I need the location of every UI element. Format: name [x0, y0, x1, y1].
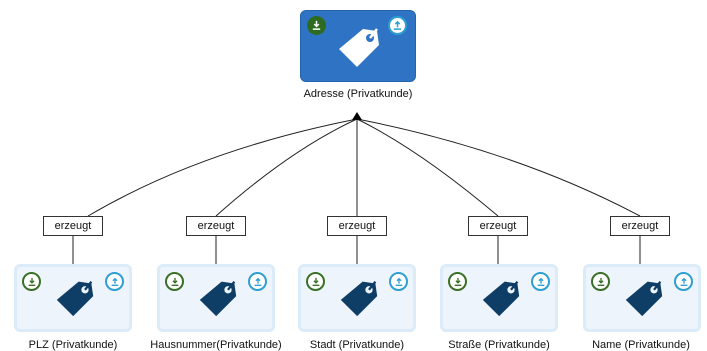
arrowhead [352, 112, 362, 120]
export-icon[interactable] [105, 272, 124, 291]
child-label-stadt: Stadt (Privatkunde) [309, 339, 405, 351]
import-icon[interactable] [306, 272, 325, 291]
tag-icon [340, 280, 378, 317]
edge-label-strasse: erzeugt [468, 216, 528, 236]
child-node-hausnummer[interactable] [157, 264, 275, 332]
tag-icon [199, 280, 237, 317]
edge-line-name [356, 118, 641, 217]
tag-icon [625, 280, 663, 317]
child-node-plz[interactable] [14, 264, 132, 332]
edge-label-hausnummer: erzeugt [186, 216, 246, 236]
import-icon[interactable] [307, 16, 326, 35]
tag-icon [56, 280, 94, 317]
edge-label-name: erzeugt [610, 216, 670, 236]
child-label-name: Name (Privatkunde) [592, 339, 690, 351]
export-icon[interactable] [388, 16, 407, 35]
export-icon[interactable] [674, 272, 693, 291]
edge-label-stadt: erzeugt [327, 216, 387, 236]
export-icon[interactable] [389, 272, 408, 291]
edge-label-plz: erzeugt [43, 216, 103, 236]
edge-line-strasse [356, 118, 499, 217]
root-node-adresse[interactable] [300, 10, 416, 82]
export-icon[interactable] [248, 272, 267, 291]
edge-line-plz [87, 118, 358, 217]
child-label-plz: PLZ (Privatkunde) [28, 339, 118, 351]
import-icon[interactable] [591, 272, 610, 291]
import-icon[interactable] [22, 272, 41, 291]
child-node-name[interactable] [583, 264, 701, 332]
import-icon[interactable] [165, 272, 184, 291]
tag-icon [482, 280, 520, 317]
edge-line-hausnummer [215, 118, 358, 217]
child-label-strasse: Straße (Privatkunde) [448, 339, 550, 351]
export-icon[interactable] [531, 272, 550, 291]
root-label: Adresse (Privatkunde) [303, 88, 413, 100]
child-node-stadt[interactable] [298, 264, 416, 332]
import-icon[interactable] [448, 272, 467, 291]
child-label-hausnummer: Hausnummer(Privatkunde) [150, 339, 282, 351]
child-node-strasse[interactable] [440, 264, 558, 332]
tag-icon [339, 28, 379, 67]
